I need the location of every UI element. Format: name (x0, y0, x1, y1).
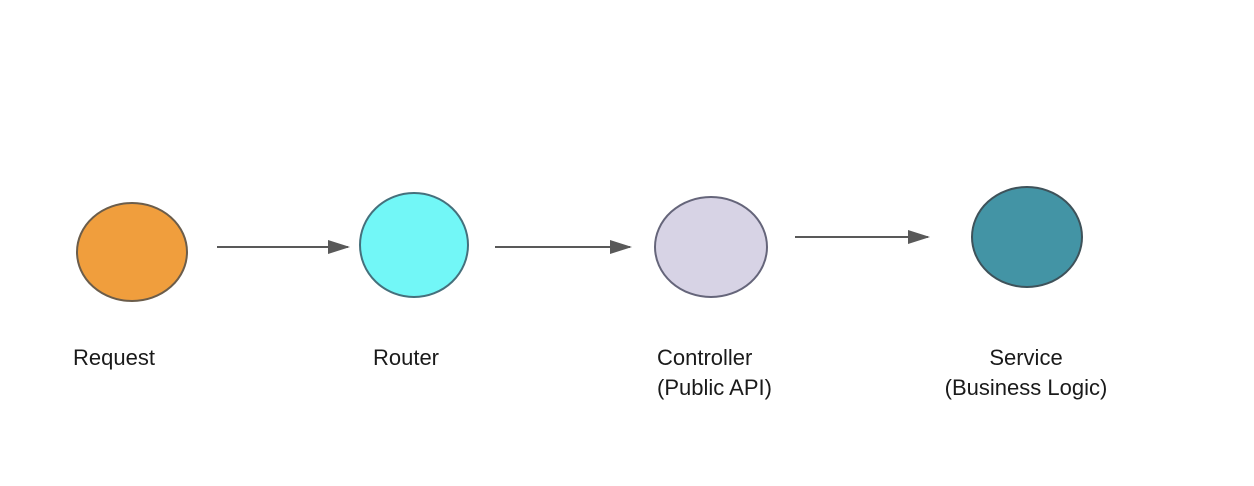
node-shape-controller (654, 196, 768, 298)
node-shape-router (359, 192, 469, 298)
shapes-group (76, 186, 1083, 302)
node-shape-service (971, 186, 1083, 288)
arrows-group (217, 230, 930, 254)
node-shape-request (76, 202, 188, 302)
